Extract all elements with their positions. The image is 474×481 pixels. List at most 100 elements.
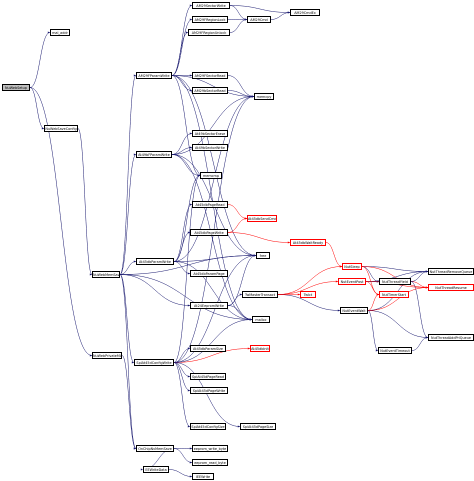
node-eewritedata[interactable]: EEWriteData: [143, 466, 169, 473]
node-at45dbparampage[interactable]: At45dbParamPage: [190, 270, 228, 277]
node-nuteventwait[interactable]: NutEventWait: [340, 307, 368, 314]
node-at45dbsendcmd[interactable]: At45dbSendCmd: [247, 215, 277, 222]
node-mal_addr[interactable]: mal_addr: [50, 29, 70, 36]
edge-At45dbParamWrite-to-At45dbPageRead: [173, 204, 193, 262]
edge-arrowhead: [187, 231, 190, 234]
node-at45dbparamwrite[interactable]: At45dbParamWrite: [136, 258, 174, 265]
node-nutthreadaddpriqueue[interactable]: NutThreadAddPriQueue: [428, 334, 474, 341]
edge-At49bFParamWrite-to-At49bSectorWrite: [171, 147, 193, 155]
edge-NutThreadYield-to-NutThreadRemoveQueue: [410, 271, 429, 282]
edge-EEWriteData-to-IEEWrite: [168, 469, 193, 477]
edge-NutSleep-to-NutThreadRemoveQueue: [361, 266, 429, 272]
edge-arrowhead: [133, 447, 136, 450]
edge-NuWebMemSave-to-At24EepromWrite: [119, 274, 191, 306]
node-spiat45dconfigsize[interactable]: SpiAt45dConfigSize: [190, 423, 226, 430]
edge-NuWebMemSave-to-AM29FParamWrite: [119, 75, 137, 275]
edge-arrowhead: [133, 153, 136, 156]
edge-arrowhead: [133, 260, 136, 263]
node-at45dbpagewrite[interactable]: At45dbPageWrite: [190, 229, 228, 236]
edge-arrowhead: [189, 461, 192, 464]
node-at45dbparamsize[interactable]: At45dbParamSize: [190, 345, 226, 352]
edge-arrowhead: [339, 265, 342, 268]
node-am29fregionlock[interactable]: AM29FRegionLock: [192, 16, 228, 23]
edge-arrowhead: [89, 273, 92, 276]
node-am29cmd[interactable]: AM29Cmd: [247, 16, 271, 23]
edge-TwMasterTransact-to-NutSleep: [277, 266, 343, 295]
node-nuwebprivatemac[interactable]: NuWebPrivateMAC: [92, 352, 122, 359]
node-ieewrite[interactable]: IEEWrite: [192, 473, 214, 480]
edge-AM29FParamWrite-to-AM29SectorWrite: [171, 5, 193, 76]
node-am29fsectorread[interactable]: AM29FSectorRead: [192, 72, 228, 79]
node-am29fregionunlock[interactable]: AM29FRegionUnlock: [188, 29, 230, 36]
edge-At45dbPageWrite-to-At45dbSendCmd: [227, 218, 248, 233]
edge-SpiAt45dConfigWrite-to-free: [173, 255, 257, 363]
edge-SpiAt45dConfigWrite-to-SpiAt45dConfigSize: [173, 362, 191, 427]
node-am29sectorwrite[interactable]: AM29SectorWrite: [192, 2, 230, 9]
node-malloc[interactable]: malloc: [252, 316, 270, 323]
node-at49bsectorwrite[interactable]: At49bSectorWrite: [192, 144, 228, 151]
node-spiat45dpageread[interactable]: SpiAt45dPageRead: [190, 373, 226, 380]
node-spiat45dpagewrite[interactable]: SpiAt45dPageWrite: [190, 387, 228, 394]
edge-NutEventWait-to-NutEventTimeout: [367, 310, 379, 351]
edge-NutEventPost-to-NutThreadRemoveQueue: [365, 271, 429, 282]
edge-NutEventWait-to-NutThreadResume: [367, 287, 429, 311]
node-nutsleep[interactable]: NutSleep: [342, 263, 362, 270]
node-nutthreadresume[interactable]: NutThreadResume: [428, 284, 474, 291]
node-nuttimerstart[interactable]: NutTimerStart: [379, 291, 409, 298]
edge-AM29FParamWrite-to-memcpy: [171, 75, 255, 97]
node-eeprom_read_byte[interactable]: eeprom_read_byte: [192, 459, 228, 466]
edge-NutEventPost-to-NutTimerStart: [365, 281, 380, 295]
node-nuteventpost[interactable]: NutEventPost: [338, 278, 366, 285]
edge-TwMasterTransact-to-NutEventWait: [277, 294, 341, 311]
node-am29cmdex[interactable]: AM29CmdEx: [290, 9, 320, 16]
node-am29bsectorread[interactable]: AM29bSectorRead: [192, 87, 228, 94]
node-nutthreadremovequeue[interactable]: NutThreadRemoveQueue: [428, 268, 474, 275]
node-eeprom_write_byte[interactable]: eeprom_write_byte: [192, 445, 228, 452]
edge-At45dbParamWrite-to-memcpy: [173, 96, 255, 262]
edge-arrowhead: [375, 349, 378, 352]
edge-arrowhead: [189, 447, 192, 450]
node-at24eepromwrite[interactable]: At24EepromWrite: [190, 302, 228, 309]
node-at45dbinit[interactable]: At45dbInit: [250, 345, 270, 352]
edge-arrowhead: [287, 11, 290, 14]
node-nutthreadyield[interactable]: NutThreadYield: [379, 278, 411, 285]
node-memcmp[interactable]: memcmp: [200, 172, 222, 179]
node-at49bsectorerase[interactable]: At49bSectorErase: [192, 130, 228, 137]
node-am29fparamwrite[interactable]: AM29FParamWrite: [136, 72, 172, 79]
edge-AM29FParamWrite-to-AM29FRegionUnlock: [171, 32, 189, 76]
node-spiat45dconfigwrite[interactable]: SpiAt45dConfigWrite: [134, 359, 174, 366]
edge-AM29Cmd-to-AM29CmdEx: [270, 12, 291, 20]
node-free[interactable]: free: [256, 252, 270, 259]
edge-arrowhead: [244, 217, 247, 220]
node-nuwebmemsave[interactable]: NuWebMemSave: [92, 271, 120, 278]
node-memcpy[interactable]: memcpy: [254, 93, 274, 100]
edge-At49bFParamWrite-to-malloc: [171, 154, 253, 320]
node-nuteventtimeout[interactable]: NutEventTimeout: [378, 347, 412, 354]
node-onchipnvmemsave[interactable]: OnChipNvMemSave: [136, 445, 174, 452]
node-spiat45dpagesize[interactable]: SpiAt45dPageSize: [240, 423, 276, 430]
node-nuwebsetup[interactable]: NuWebSetup: [2, 84, 30, 91]
edge-AM29FParamWrite-to-malloc: [171, 75, 253, 320]
edge-arrowhead: [189, 203, 192, 206]
edge-NuWebMemSave-to-OnChipNvMemSave: [119, 274, 137, 449]
edge-arrowhead: [89, 354, 92, 357]
edge-SpiAt45dConfigWrite-to-SpiAt45dPageSize: [173, 362, 241, 427]
edge-arrowhead: [187, 304, 190, 307]
node-at45dbwaitready[interactable]: At45dbWaitReady: [290, 239, 326, 246]
node-twmastertransact[interactable]: TwMasterTransact: [242, 291, 278, 298]
edge-arrowhead: [244, 18, 247, 21]
edge-NutEventTimeout-to-NutThreadAddPriQueue: [411, 337, 429, 351]
node-nuwebsaveconfig[interactable]: NuWebSaveConfig: [44, 125, 78, 132]
node-at49bfparamwrite[interactable]: At49bFParamWrite: [136, 151, 172, 158]
edge-At24EepromWrite-to-malloc: [227, 305, 253, 320]
edge-arrowhead: [297, 293, 300, 296]
edge-AM29SectorWrite-to-AM29Cmd: [229, 5, 248, 20]
edge-arrowhead: [187, 272, 190, 275]
edge-arrowhead: [189, 475, 192, 478]
edge-AM29bSectorRead-to-memcpy: [227, 90, 255, 97]
node-twict[interactable]: TwIct: [300, 291, 316, 298]
edge-arrowhead: [425, 270, 428, 273]
node-at45dbpageread[interactable]: At45dbPageRead: [192, 201, 228, 208]
